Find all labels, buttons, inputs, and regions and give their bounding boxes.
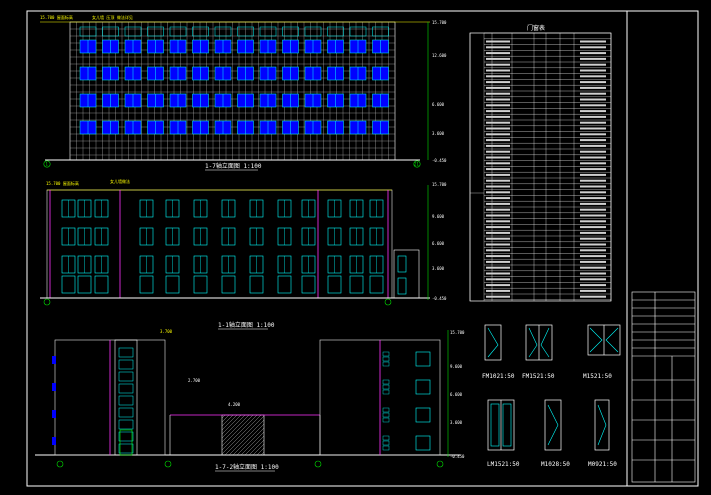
svg-text:女儿墙做法: 女儿墙做法 <box>110 178 130 184</box>
schedule-title: 门窗表 <box>527 24 545 32</box>
elevation-1-title: 1-7轴立面图 1:100 <box>205 162 262 170</box>
dim-label: 2.700 <box>188 378 201 383</box>
level-label: 15.700 <box>432 182 447 187</box>
elevation-2-title: 1-1轴立面图 1:100 <box>218 321 275 329</box>
door-label-m1521: M1521:50 <box>583 373 612 380</box>
elevation-3-title: 1-7-2轴立面图 1:100 <box>215 463 279 471</box>
level-label: 15.700 <box>450 330 465 335</box>
level-label: -0.450 <box>432 158 447 163</box>
level-label: 3.600 <box>432 266 445 271</box>
level-label: -0.450 <box>450 454 465 459</box>
level-label: -0.450 <box>432 296 447 301</box>
svg-text:15.700 屋面标高: 15.700 屋面标高 <box>40 14 73 20</box>
door-label-m1028: M1028:50 <box>541 461 570 468</box>
door-details: FM1021:50 FM1521:50 M1521:50 LM1521:50 M… <box>482 324 621 468</box>
level-label: 6.600 <box>432 241 445 246</box>
level-label: 15.700 <box>432 20 447 25</box>
level-label: 6.600 <box>450 392 463 397</box>
door-label-fm1021: FM1021:50 <box>482 373 515 380</box>
level-label: 3.600 <box>432 131 445 136</box>
door-window-schedule: 门窗表 <box>469 24 612 302</box>
level-label: 3.600 <box>450 420 463 425</box>
elevation-3: 2.700 4.200 3.700 15.700 9.600 6.600 3.6… <box>35 329 465 472</box>
door-label-lm1521: LM1521:50 <box>487 461 520 468</box>
svg-text:21: 21 <box>414 162 419 167</box>
grid-bubble-1 <box>43 160 51 168</box>
level-label: 12.600 <box>432 53 447 58</box>
dim-label: 3.700 <box>160 329 173 334</box>
drawing-border <box>26 10 699 487</box>
grid-bubble-21 <box>413 160 421 168</box>
dim-label: 4.200 <box>228 402 241 407</box>
level-label: 6.600 <box>432 102 445 107</box>
door-label-fm1521: FM1521:50 <box>522 373 555 380</box>
title-block <box>631 291 696 483</box>
level-label: 9.600 <box>432 214 445 219</box>
svg-text:15.700 屋面标高: 15.700 屋面标高 <box>46 180 79 186</box>
svg-text:1: 1 <box>46 162 49 167</box>
level-label: 9.600 <box>450 364 463 369</box>
svg-text:女儿墙 压顶 做法详见: 女儿墙 压顶 做法详见 <box>92 14 133 20</box>
elevation-2: 15.700 9.600 6.600 3.600 -0.450 15.700 屋… <box>40 178 447 330</box>
elevation-1: 15.700 屋面标高 女儿墙 压顶 做法详见 1 21 1-7轴立面图 1:1… <box>40 14 447 171</box>
door-label-m0921: M0921:50 <box>588 461 617 468</box>
